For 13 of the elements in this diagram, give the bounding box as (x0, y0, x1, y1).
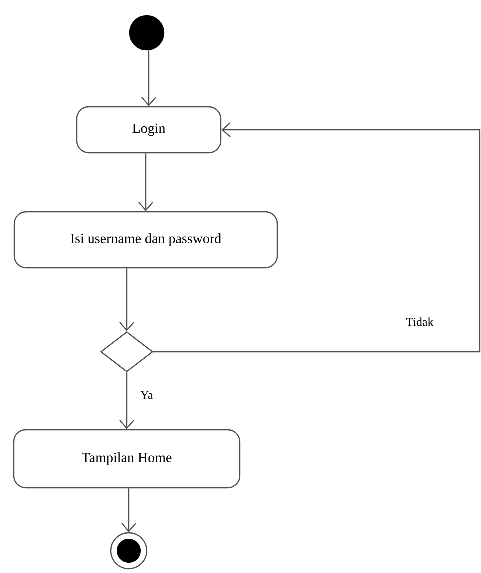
arrow (138, 154, 154, 212)
start-node (129, 15, 165, 51)
end-node (110, 532, 148, 570)
action-box: Isi username dan password (14, 211, 278, 269)
arrow (154, 122, 481, 353)
arrow (122, 488, 136, 532)
action-box: Tampilan Home (13, 429, 241, 489)
arrow (142, 50, 156, 106)
edge-label: Ya (140, 390, 154, 400)
arrow (120, 372, 134, 430)
action-box: Login (76, 106, 222, 154)
edge-label: Tidak (405, 316, 435, 328)
arrow (120, 268, 134, 332)
